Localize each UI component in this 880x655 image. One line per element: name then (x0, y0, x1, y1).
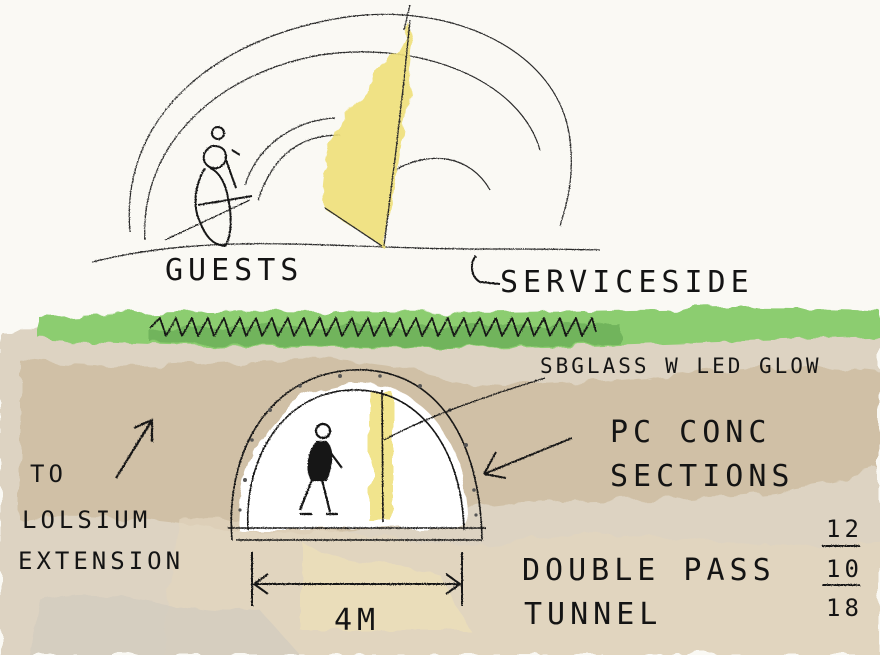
label-to: TO (30, 460, 67, 488)
dimension-line (251, 552, 463, 606)
up-arrow-icon (115, 418, 154, 479)
pointer-arrow-icon (483, 437, 573, 479)
date-month: 10 (826, 555, 863, 583)
label-sb-glass: SBGLASS W LED GLOW (540, 354, 822, 378)
glass-sail-edge (324, 19, 411, 247)
planting-zigzag (149, 317, 597, 337)
label-guests: GUESTS (165, 253, 304, 288)
label-tunnel: TUNNEL (524, 597, 663, 632)
grass-band (40, 307, 880, 349)
label-extension: EXTENSION (18, 547, 185, 575)
label-dimension: 4M (334, 603, 381, 638)
glass-leader-line (383, 377, 546, 441)
label-service-side: SERVICESIDE (500, 265, 754, 300)
label-colisium: LOLSIUM (22, 506, 152, 534)
tunnel-section (228, 369, 486, 541)
date-year: 18 (826, 594, 863, 622)
date-bars (822, 545, 860, 586)
dome-outline (91, 4, 601, 263)
label-sections: SECTIONS (610, 459, 795, 494)
person-walking-icon (298, 422, 343, 516)
label-double-pass: DOUBLE PASS (522, 553, 776, 588)
date-day: 12 (826, 515, 863, 543)
person-sitting-icon (164, 126, 253, 248)
glass-sail (323, 22, 412, 246)
label-pc-conc: PC CONC (610, 415, 772, 450)
tunnel-concrete-texture (238, 374, 478, 517)
service-hook (470, 255, 501, 285)
